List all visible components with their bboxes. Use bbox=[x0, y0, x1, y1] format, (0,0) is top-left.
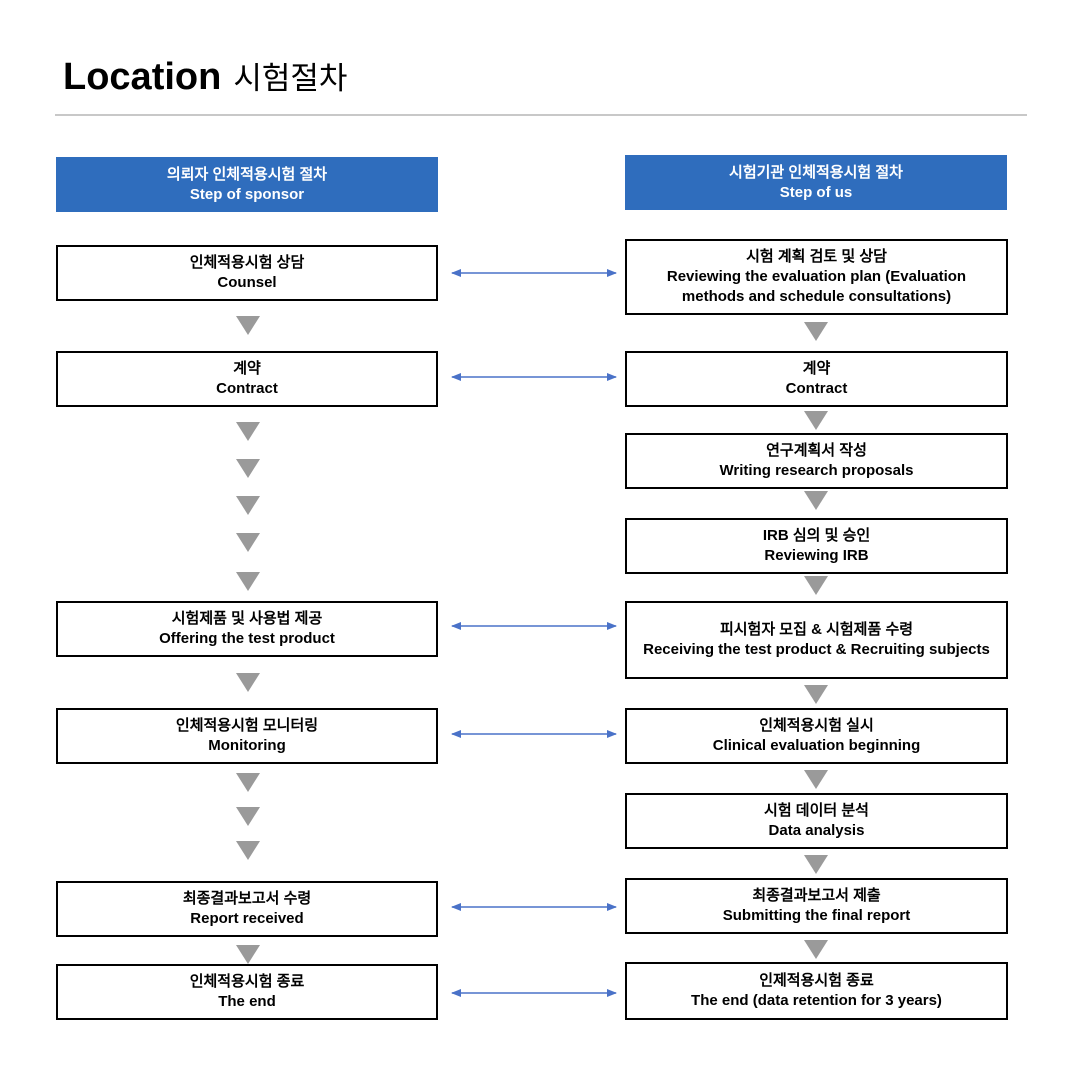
us-step-review-plan: 시험 계획 검토 및 상담 Reviewing the evaluation p… bbox=[625, 239, 1008, 315]
flow-arrow-down-icon bbox=[804, 411, 828, 430]
step-label-ko: 계약 bbox=[233, 360, 261, 377]
flow-arrow-down-icon bbox=[804, 322, 828, 341]
us-step-recruiting: 피시험자 모집 & 시험제품 수령 Receiving the test pro… bbox=[625, 601, 1008, 679]
us-step-research-proposal: 연구계획서 작성 Writing research proposals bbox=[625, 433, 1008, 489]
step-label-ko: 계약 bbox=[802, 360, 831, 377]
flow-arrow-down-icon bbox=[804, 855, 828, 874]
flow-arrow-down-icon bbox=[804, 770, 828, 789]
step-label-en: Reviewing IRB bbox=[764, 547, 869, 564]
us-step-irb: IRB 심의 및 승인 Reviewing IRB bbox=[625, 518, 1008, 574]
us-step-end: 인제적용시험 종료 The end (data retention for 3 … bbox=[625, 962, 1008, 1020]
page-title: Location 시험절차 bbox=[63, 58, 347, 96]
flow-arrow-down-icon bbox=[236, 316, 260, 335]
page-title-sub: 시험절차 bbox=[233, 61, 348, 97]
step-label-en: Submitting the final report bbox=[722, 907, 911, 924]
flow-arrow-down-icon bbox=[804, 940, 828, 959]
sponsor-step-report-received: 최종결과보고서 수령 Report received bbox=[56, 881, 438, 937]
step-label-ko: 최종결과보고서 제출 bbox=[752, 887, 881, 904]
step-label-ko: 연구계획서 작성 bbox=[766, 442, 867, 459]
step-label-en: Offering the test product bbox=[159, 630, 335, 647]
flow-arrow-down-icon bbox=[804, 685, 828, 704]
flow-arrow-down-icon bbox=[804, 491, 828, 510]
step-label-en: Report received bbox=[190, 910, 304, 927]
sponsor-step-monitoring: 인체적용시험 모니터링 Monitoring bbox=[56, 708, 438, 764]
sponsor-header-en: Step of sponsor bbox=[189, 185, 305, 203]
step-label-ko: 최종결과보고서 수령 bbox=[182, 890, 312, 907]
step-label-ko: 시험 데이터 분석 bbox=[764, 802, 869, 819]
flow-arrow-down-icon bbox=[236, 533, 260, 552]
sponsor-step-offering-product: 시험제품 및 사용법 제공 Offering the test product bbox=[56, 601, 438, 657]
step-label-ko: 인체적용시험 실시 bbox=[759, 717, 874, 734]
us-header-ko: 시험기관 인체적용시험 절차 bbox=[729, 163, 903, 181]
sponsor-header-ko: 의뢰자 인체적용시험 절차 bbox=[166, 165, 328, 183]
step-label-ko: 인체적용시험 모니터링 bbox=[175, 717, 319, 734]
us-step-submit-report: 최종결과보고서 제출 Submitting the final report bbox=[625, 878, 1008, 934]
step-label-en: Clinical evaluation beginning bbox=[712, 737, 921, 754]
step-label-en: Receiving the test product & Recruiting … bbox=[643, 641, 990, 658]
flow-arrow-down-icon bbox=[236, 422, 260, 441]
us-step-contract: 계약 Contract bbox=[625, 351, 1008, 407]
sponsor-step-end: 인체적용시험 종료 The end bbox=[56, 964, 438, 1020]
page-title-main: Location bbox=[63, 56, 222, 98]
sponsor-step-counsel: 인체적용시험 상담 Counsel bbox=[56, 245, 438, 301]
sponsor-column-header: 의뢰자 인체적용시험 절차 Step of sponsor bbox=[56, 157, 438, 212]
step-label-en: Data analysis bbox=[768, 822, 865, 839]
flow-arrow-down-icon bbox=[236, 773, 260, 792]
step-label-ko: 인제적용시험 종료 bbox=[759, 972, 874, 989]
step-label-en: The end (data retention for 3 years) bbox=[691, 992, 942, 1009]
step-label-ko: 시험제품 및 사용법 제공 bbox=[171, 610, 323, 627]
step-label-en: Monitoring bbox=[208, 737, 286, 754]
step-label-ko: IRB 심의 및 승인 bbox=[762, 527, 871, 544]
step-label-en: Contract bbox=[216, 380, 278, 397]
us-step-evaluation-beginning: 인체적용시험 실시 Clinical evaluation beginning bbox=[625, 708, 1008, 764]
us-step-data-analysis: 시험 데이터 분석 Data analysis bbox=[625, 793, 1008, 849]
flow-arrow-down-icon bbox=[236, 945, 260, 964]
sponsor-step-contract: 계약 Contract bbox=[56, 351, 438, 407]
us-header-en: Step of us bbox=[779, 183, 853, 201]
flow-arrow-down-icon bbox=[236, 673, 260, 692]
step-label-ko: 시험 계획 검토 및 상담 bbox=[746, 248, 887, 265]
flow-arrow-down-icon bbox=[804, 576, 828, 595]
step-label-en: Writing research proposals bbox=[719, 462, 914, 479]
flow-arrow-down-icon bbox=[236, 496, 260, 515]
flow-arrow-down-icon bbox=[236, 459, 260, 478]
flow-arrow-down-icon bbox=[236, 807, 260, 826]
step-label-ko: 인체적용시험 상담 bbox=[189, 254, 305, 271]
step-label-ko: 피시험자 모집 & 시험제품 수령 bbox=[719, 621, 914, 638]
flow-arrow-down-icon bbox=[236, 841, 260, 860]
step-label-en: Contract bbox=[785, 380, 848, 397]
title-divider bbox=[55, 114, 1027, 116]
step-label-ko: 인체적용시험 종료 bbox=[189, 973, 305, 990]
step-label-en: Reviewing the evaluation plan (Evaluatio… bbox=[666, 268, 967, 305]
flow-arrow-down-icon bbox=[236, 572, 260, 591]
step-label-en: The end bbox=[218, 993, 276, 1010]
us-column-header: 시험기관 인체적용시험 절차 Step of us bbox=[625, 155, 1007, 210]
step-label-en: Counsel bbox=[217, 274, 277, 291]
